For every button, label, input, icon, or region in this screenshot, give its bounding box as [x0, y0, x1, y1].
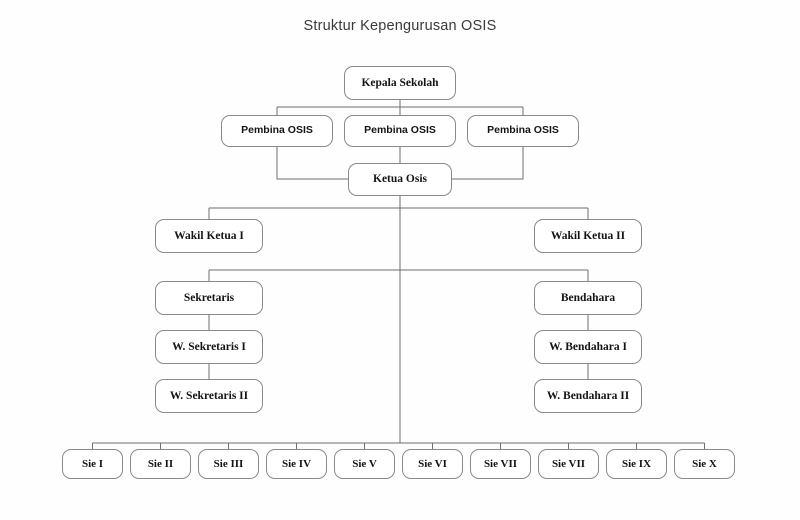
node-pembina-osis-2[interactable]: Pembina OSIS [344, 115, 456, 147]
node-sie-6[interactable]: Sie VI [402, 449, 463, 479]
edge-pembina1-to-ketua [276, 147, 348, 180]
node-sie-8[interactable]: Sie VII [538, 449, 599, 479]
node-wakil-bendahara-2[interactable]: W. Bendahara II [534, 379, 642, 413]
chart-title: Struktur Kepengurusan OSIS [303, 18, 497, 34]
node-sie-4[interactable]: Sie IV [266, 449, 327, 479]
node-wakil-sekretaris-2[interactable]: W. Sekretaris II [155, 379, 263, 413]
node-sie-10[interactable]: Sie X [674, 449, 735, 479]
node-sie-5[interactable]: Sie V [334, 449, 395, 479]
node-kepala-sekolah[interactable]: Kepala Sekolah [344, 66, 456, 100]
node-wakil-ketua-2[interactable]: Wakil Ketua II [534, 219, 642, 253]
node-sie-3[interactable]: Sie III [198, 449, 259, 479]
node-pembina-osis-1[interactable]: Pembina OSIS [221, 115, 333, 147]
node-sie-2[interactable]: Sie II [130, 449, 191, 479]
node-ketua-osis[interactable]: Ketua Osis [348, 163, 452, 196]
node-wakil-ketua-1[interactable]: Wakil Ketua I [155, 219, 263, 253]
node-sie-7[interactable]: Sie VII [470, 449, 531, 479]
node-wakil-bendahara-1[interactable]: W. Bendahara I [534, 330, 642, 364]
node-bendahara[interactable]: Bendahara [534, 281, 642, 315]
node-pembina-osis-3[interactable]: Pembina OSIS [467, 115, 579, 147]
node-wakil-sekretaris-1[interactable]: W. Sekretaris I [155, 330, 263, 364]
edge-pembina3-to-ketua [452, 147, 524, 180]
node-sie-9[interactable]: Sie IX [606, 449, 667, 479]
node-sekretaris[interactable]: Sekretaris [155, 281, 263, 315]
node-sie-1[interactable]: Sie I [62, 449, 123, 479]
